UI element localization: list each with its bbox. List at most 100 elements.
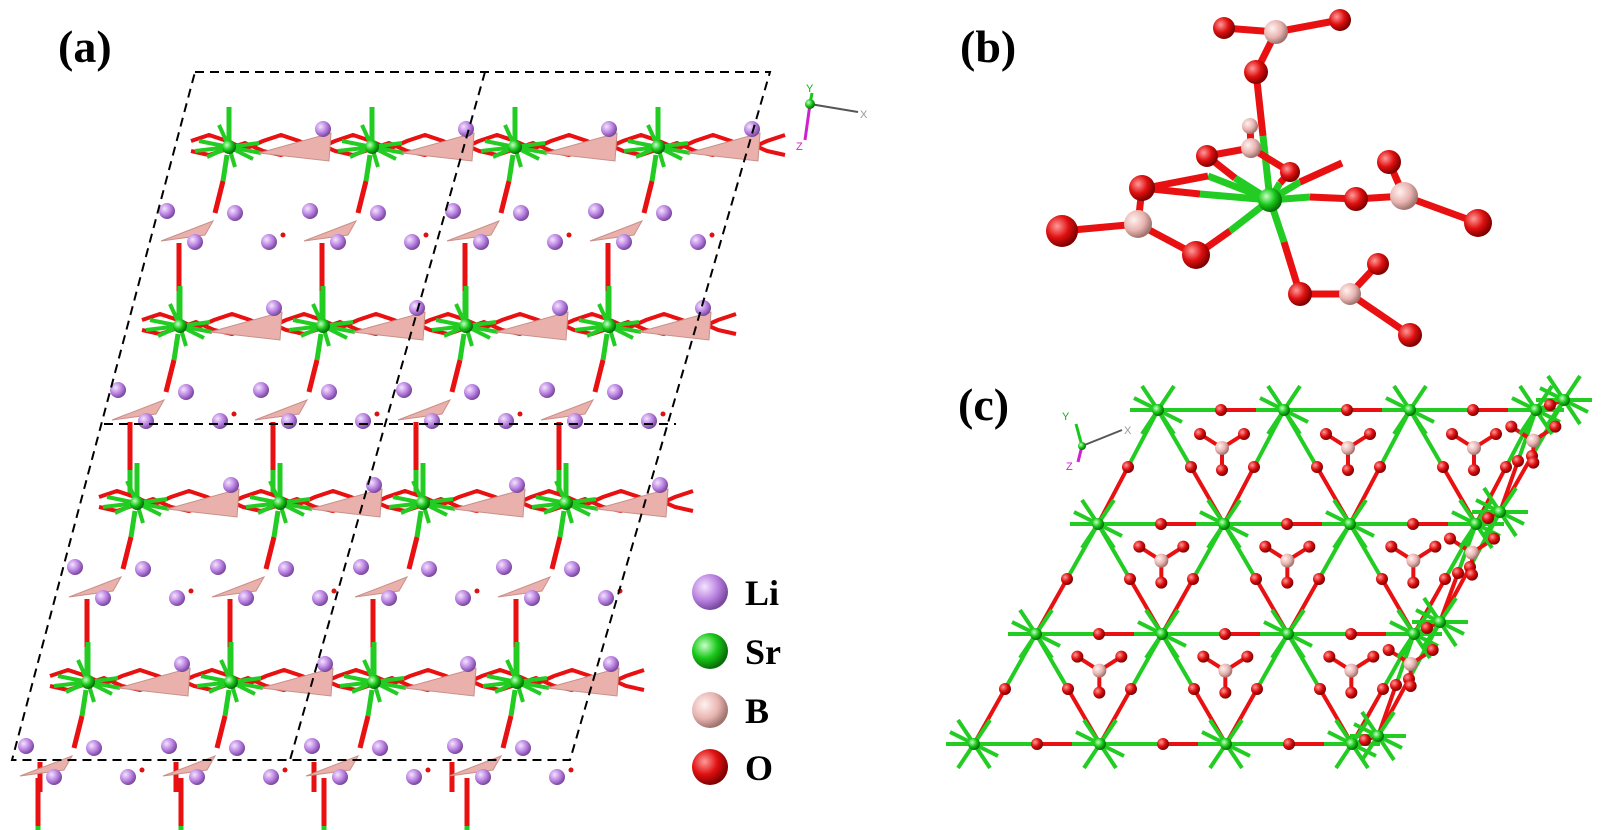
o-pillar — [355, 180, 369, 214]
sr-o-bond — [128, 510, 138, 538]
b-atom — [1092, 663, 1107, 678]
li-atom — [695, 300, 711, 316]
borate-triangle — [211, 576, 266, 598]
o-atom — [1364, 428, 1376, 440]
li-atom — [366, 477, 382, 493]
sr-o-bond — [79, 689, 89, 717]
o-atom — [1527, 456, 1540, 469]
legend-label-o: O — [745, 748, 773, 788]
sr-atom — [1470, 518, 1482, 530]
li-atom — [261, 234, 277, 250]
o-atom — [1376, 573, 1388, 585]
li-atom — [464, 384, 480, 400]
o-pillar — [263, 536, 277, 570]
o-pillar — [357, 715, 371, 749]
b-atom — [1465, 545, 1479, 560]
o-pillar — [641, 180, 655, 214]
li-atom — [564, 561, 580, 577]
o-atom — [331, 588, 337, 594]
borate-triangle — [544, 132, 618, 162]
axis-z-label: Z — [1066, 461, 1073, 473]
o-atom — [1093, 686, 1106, 699]
li-atom — [515, 740, 531, 756]
panel-a-bonds — [35, 107, 786, 830]
o-atom — [1188, 683, 1200, 695]
o-pillar — [498, 180, 512, 214]
li-atom — [496, 559, 512, 575]
borate-triangle — [166, 488, 240, 518]
li-atom — [317, 656, 333, 672]
li-atom — [159, 203, 175, 219]
li-atom — [315, 121, 331, 137]
o-atom — [1439, 573, 1451, 585]
sr-atom — [559, 496, 573, 510]
legend-label-b: B — [745, 691, 769, 731]
sr-o-bond — [506, 154, 516, 182]
axis-triad-icon: X Y Z — [796, 83, 868, 153]
o-atom — [1345, 628, 1357, 640]
borate-triangle — [589, 220, 644, 242]
sr-atom — [1030, 628, 1042, 640]
o-atom — [1238, 428, 1250, 440]
li-atom — [616, 234, 632, 250]
li-atom — [229, 740, 245, 756]
sr-atom — [222, 140, 236, 154]
o-atom — [1512, 455, 1524, 467]
o-atom — [1241, 650, 1254, 663]
o-atom — [1359, 734, 1371, 746]
borate-triangle — [162, 755, 217, 777]
o-atom — [1421, 622, 1433, 634]
o-pillar — [406, 536, 420, 570]
li-atom — [547, 234, 563, 250]
o-atom — [660, 411, 666, 417]
sr-atom — [130, 496, 144, 510]
o-atom — [280, 232, 286, 238]
li-atom — [652, 477, 668, 493]
li-atom — [372, 740, 388, 756]
sr-atom — [508, 140, 522, 154]
o-atom — [1482, 512, 1494, 524]
li-atom — [174, 656, 190, 672]
borate-triangle — [540, 399, 595, 421]
li-atom — [67, 559, 83, 575]
sr-atom — [1282, 628, 1294, 640]
o-atom — [1377, 683, 1389, 695]
o-atom — [1185, 461, 1197, 473]
o-atom — [1452, 567, 1464, 579]
sr-o-bond — [220, 154, 230, 182]
borate-triangle — [397, 399, 452, 421]
sr-atom — [1218, 518, 1230, 530]
o-atom — [1323, 650, 1336, 663]
sr-o-bond — [363, 154, 373, 182]
legend-label-sr: Sr — [745, 632, 781, 672]
li-atom-swatch — [692, 574, 728, 610]
o-atom — [1122, 461, 1134, 473]
o-atom — [1500, 461, 1512, 473]
o-atom — [1061, 573, 1073, 585]
borate-triangle — [111, 399, 166, 421]
li-atom — [475, 769, 491, 785]
li-atom — [302, 203, 318, 219]
li-atom — [187, 234, 203, 250]
o-atom — [1320, 428, 1332, 440]
o-atom — [1444, 532, 1456, 545]
borate-triangle — [495, 311, 569, 341]
li-atom — [189, 769, 205, 785]
panel-label-a: (a) — [58, 21, 112, 72]
li-atom — [744, 121, 760, 137]
o-pillar — [163, 359, 177, 393]
o-atom — [1125, 683, 1137, 695]
li-atom — [223, 477, 239, 493]
o-atom — [1281, 576, 1294, 589]
o-pillar — [449, 359, 463, 393]
o-pillar — [120, 536, 134, 570]
li-atom — [588, 203, 604, 219]
o-pillar — [592, 359, 606, 393]
li-atom — [212, 413, 228, 429]
o-atom — [423, 232, 429, 238]
o-atom — [425, 767, 431, 773]
li-atom — [370, 205, 386, 221]
li-atom — [355, 413, 371, 429]
li-atom — [603, 656, 619, 672]
